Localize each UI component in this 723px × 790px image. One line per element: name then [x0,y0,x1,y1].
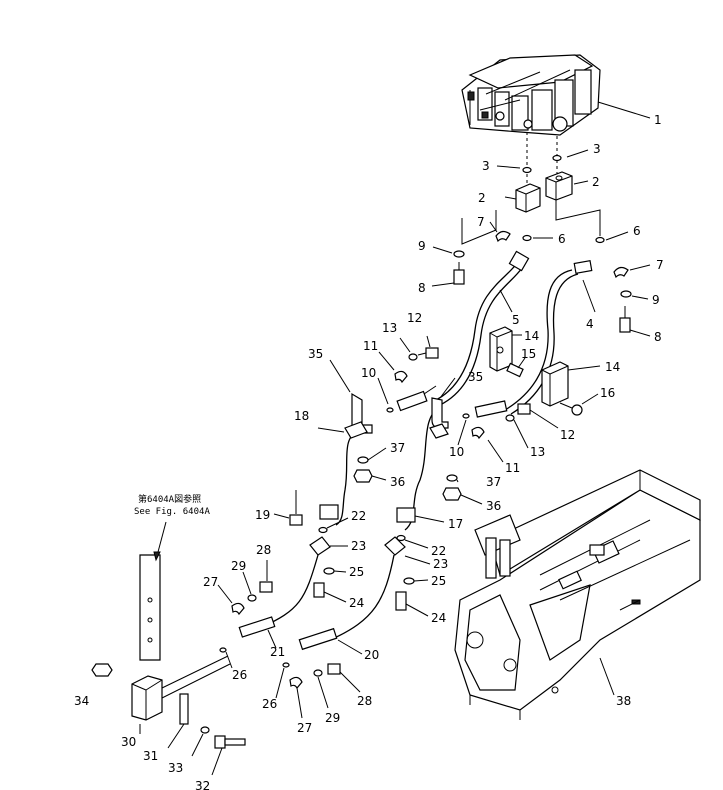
part-label-21: 21 [270,645,285,659]
part-label-30: 30 [121,735,136,749]
part-label-36: 36 [486,499,501,513]
part-label-28: 28 [256,543,271,557]
part-label-16: 16 [600,386,615,400]
part-label-7: 7 [477,215,485,229]
part-label-2: 2 [478,191,486,205]
part-label-3: 3 [482,159,490,173]
part-label-37: 37 [486,475,501,489]
reference-text-en: See Fig. 6404A [134,507,210,517]
part-label-33: 33 [168,761,183,775]
part-label-25: 25 [431,574,446,588]
part-label-27: 27 [297,721,312,735]
part-label-34: 34 [74,694,89,708]
clamp-lower [541,361,569,407]
part-label-8: 8 [418,281,426,295]
part-label-1: 1 [654,113,662,127]
part-label-11: 11 [363,339,378,353]
part-label-28: 28 [357,694,372,708]
part-label-37: 37 [390,441,405,455]
control-valve-assembly [461,54,601,136]
part-label-24: 24 [431,611,446,625]
part-label-7: 7 [656,258,664,272]
part-label-38: 38 [616,694,631,708]
part-label-23: 23 [433,557,448,571]
reference-text-jp: 第6404A図参照 [138,493,201,505]
clamp-upper [489,326,513,372]
part-label-23: 23 [351,539,366,553]
part-label-6: 6 [558,232,566,246]
part-label-9: 9 [652,293,660,307]
part-label-32: 32 [195,779,210,790]
flange-block-right [545,171,573,201]
part-label-15: 15 [521,347,536,361]
part-label-10: 10 [449,445,464,459]
main-frame [454,469,701,720]
part-label-22: 22 [431,544,446,558]
part-label-11: 11 [505,461,520,475]
part-label-8: 8 [654,330,662,344]
part-label-19: 19 [255,508,270,522]
part-label-2: 2 [592,175,600,189]
part-label-9: 9 [418,239,426,253]
part-label-3: 3 [593,142,601,156]
flange-block-left [515,183,541,213]
part-label-4: 4 [586,317,594,331]
part-label-35: 35 [308,347,323,361]
part-label-12: 12 [407,311,422,325]
part-label-20: 20 [364,648,379,662]
part-label-13: 13 [382,321,397,335]
part-label-31: 31 [143,749,158,763]
part-label-36: 36 [390,475,405,489]
part-label-13: 13 [530,445,545,459]
part-label-26: 26 [262,697,277,711]
part-label-6: 6 [633,224,641,238]
part-label-26: 26 [232,668,247,682]
part-label-17: 17 [448,517,463,531]
part-label-14: 14 [524,329,539,343]
part-label-14: 14 [605,360,620,374]
part-label-35: 35 [468,370,483,384]
part-label-29: 29 [231,559,246,573]
part-label-25: 25 [349,565,364,579]
part-label-24: 24 [349,596,364,610]
part-label-5: 5 [512,313,520,327]
part-label-18: 18 [294,409,309,423]
part-label-12: 12 [560,428,575,442]
part-label-10: 10 [361,366,376,380]
part-label-22: 22 [351,509,366,523]
part-label-27: 27 [203,575,218,589]
part-label-29: 29 [325,711,340,725]
